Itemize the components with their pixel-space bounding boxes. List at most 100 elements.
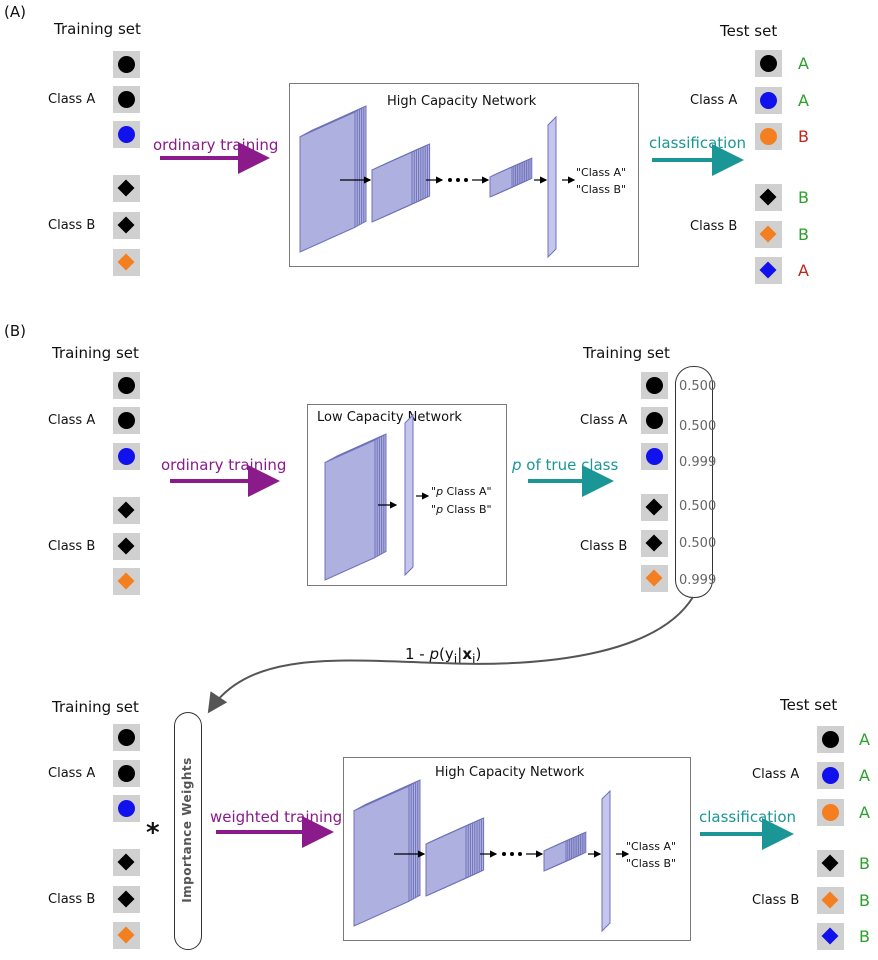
a-fc-layer [547, 115, 557, 259]
panel-b-class-a-label: Class A [48, 413, 96, 428]
panel-c-network-title: High Capacity Network [435, 765, 585, 780]
probability-5: 0.500 [679, 536, 717, 551]
c-test-sample-a1 [817, 726, 844, 753]
b-train-sample-b2 [113, 533, 140, 560]
c-conv1-slice [353, 785, 410, 927]
c-test-sample-b3 [817, 923, 844, 950]
panel-a-network-title: High Capacity Network [387, 94, 537, 109]
panel-a-prediction-2: A [798, 91, 809, 110]
panel-a-prediction-5: B [798, 225, 809, 244]
panel-c-class-a-label: Class A [48, 766, 96, 781]
b-right-sample-a2 [641, 407, 668, 434]
b-right-sample-b3 [641, 565, 668, 592]
b-train-sample-a2 [113, 407, 140, 434]
probability-2: 0.500 [679, 419, 717, 434]
panel-a-class-b-label: Class B [48, 218, 96, 233]
b-right-sample-b1 [641, 494, 668, 521]
b-train-sample-a3 [113, 443, 140, 470]
panel-c-prediction-6: B [859, 927, 870, 946]
panel-c-prediction-5: B [859, 891, 870, 910]
b-fc-layer [404, 413, 414, 577]
panel-a-output-b: "Class B" [576, 183, 627, 196]
a-conv1-slice [299, 111, 356, 253]
test-sample-b2 [755, 221, 782, 248]
panel-a-class-a-label: Class A [48, 92, 96, 107]
c-test-sample-b2 [817, 887, 844, 914]
panel-c-prediction-3: A [859, 803, 870, 822]
multiply-symbol: * [146, 818, 160, 848]
c-test-sample-a2 [817, 762, 844, 789]
b-train-sample-b3 [113, 568, 140, 595]
probability-1: 0.500 [679, 379, 717, 394]
train-sample-a1 [113, 51, 140, 78]
probability-4: 0.500 [679, 499, 717, 514]
c-train-sample-a2 [113, 760, 140, 787]
a-ellipsis [448, 178, 452, 182]
panel-b-class-b-label: Class B [48, 539, 96, 554]
importance-feedback-arrow [207, 596, 694, 714]
panel-a-test-heading: Test set [720, 22, 778, 40]
panel-a-label: (A) [4, 3, 26, 21]
test-sample-b3 [755, 257, 782, 284]
probability-column [675, 366, 713, 598]
panel-a-prediction-1: A [798, 54, 809, 73]
a-conv2-slice [371, 151, 413, 223]
a-ellipsis [464, 178, 468, 182]
b-train-sample-b1 [113, 497, 140, 524]
panel-c-test-class-a-label: Class A [752, 767, 800, 782]
b-right-sample-a3 [641, 443, 668, 470]
panel-c-class-b-label: Class B [48, 892, 96, 907]
panel-c-test-heading: Test set [780, 696, 838, 714]
panel-a-network-layers [299, 105, 576, 259]
panel-c-prediction-4: B [859, 854, 870, 873]
panel-a-test-class-a-label: Class A [690, 93, 738, 108]
c-train-sample-b2 [113, 886, 140, 913]
panel-c-network-layers [353, 779, 630, 933]
panel-b-training-heading-left: Training set [52, 344, 139, 362]
panel-a-prediction-4: B [798, 188, 809, 207]
test-sample-a3 [755, 123, 782, 150]
train-sample-a3 [113, 121, 140, 148]
panel-b-output-b: "p Class B" [431, 503, 492, 516]
a-conv3-slice [489, 166, 513, 198]
panel-a-prediction-3: B [798, 127, 809, 146]
panel-b-training-heading-right: Training set [583, 344, 670, 362]
c-train-sample-b1 [113, 849, 140, 876]
panel-a-prediction-6: A [798, 261, 809, 280]
c-conv2-slice [425, 825, 467, 897]
panel-c-output-b: "Class B" [626, 857, 677, 870]
a-ellipsis [456, 178, 460, 182]
b-train-sample-a1 [113, 372, 140, 399]
panel-a-output-a: "Class A" [576, 166, 627, 179]
panel-b-right-class-b-label: Class B [580, 539, 628, 554]
panel-b-network-layers [324, 413, 430, 581]
panel-c-training-heading: Training set [52, 698, 139, 716]
c-test-sample-b1 [817, 850, 844, 877]
panel-b-label: (B) [4, 322, 26, 340]
b-right-sample-b2 [641, 530, 668, 557]
c-train-sample-a1 [113, 724, 140, 751]
panel-b-right-class-a-label: Class A [580, 413, 628, 428]
c-ellipsis [518, 852, 522, 856]
weight-formula: 1 - p(yi|xi) [405, 645, 482, 666]
test-sample-a1 [755, 50, 782, 77]
test-sample-b1 [755, 184, 782, 211]
panel-c-test-class-b-label: Class B [752, 893, 800, 908]
probability-6: 0.999 [679, 573, 717, 588]
c-ellipsis [510, 852, 514, 856]
c-conv3-slice [543, 840, 567, 872]
panel-c-prediction-1: A [859, 730, 870, 749]
train-sample-b2 [113, 212, 140, 239]
train-sample-b1 [113, 175, 140, 202]
c-fc-layer [601, 789, 611, 933]
b-conv1-slice [324, 439, 376, 581]
panel-c-output-a: "Class A" [626, 840, 677, 853]
b-right-sample-a1 [641, 372, 668, 399]
train-sample-a2 [113, 86, 140, 113]
test-sample-a2 [755, 87, 782, 114]
c-train-sample-b3 [113, 922, 140, 949]
c-ellipsis [502, 852, 506, 856]
panel-a-training-heading: Training set [54, 20, 141, 38]
